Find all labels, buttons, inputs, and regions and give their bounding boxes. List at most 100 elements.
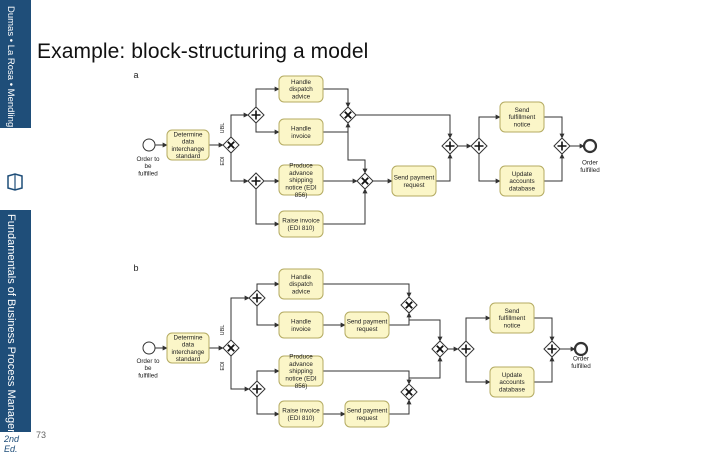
a-task-raise-label: Raise invoice(EDI 810) (282, 218, 320, 232)
sidebar: Dumas • La Rosa • Mendling • Reijers Fun… (0, 0, 31, 454)
sequence-flow (534, 317, 555, 342)
b-task-raise: Raise invoice(EDI 810) (278, 400, 324, 428)
b-gateway-join-2 (543, 340, 561, 358)
book-icon (5, 172, 25, 197)
diagram-b-label: b (133, 263, 138, 273)
sequence-flow (230, 356, 250, 392)
a-end-event (582, 138, 598, 154)
sequence-flow (255, 189, 280, 227)
sequence-flow (544, 116, 565, 139)
b-gateway-split-2 (457, 340, 475, 358)
b-gateway-join (431, 340, 449, 358)
sequence-flow (478, 114, 501, 138)
sequence-flow (256, 281, 280, 290)
a-edi-label: EDI (220, 156, 226, 166)
b-gateway-ubl-join (400, 296, 418, 314)
sequence-flow (255, 86, 280, 107)
a-ubl-label: UBL (220, 123, 226, 134)
b-gateway-ubl-split (248, 289, 266, 307)
authors-band (0, 0, 31, 128)
diagram-a-label: a (133, 70, 138, 80)
a-gateway-edi-split (247, 172, 265, 190)
a-task-raise: Raise invoice(EDI 810) (278, 210, 324, 238)
title-band (0, 210, 31, 432)
sequence-flow (323, 283, 412, 298)
b-edi-label: EDI (220, 361, 226, 371)
sequence-flow (323, 88, 351, 108)
sequence-flow (544, 153, 565, 182)
sequence-flow (389, 312, 412, 326)
sequence-flow (534, 356, 555, 383)
a-gateway-ubl-split (247, 106, 265, 124)
edition-label: 2nd Ed. (4, 434, 20, 454)
a-gateway-join-1 (339, 106, 357, 124)
sequence-flow (347, 123, 368, 174)
b-task-raise-label: Raise invoice(EDI 810) (282, 408, 320, 422)
sequence-flow (256, 368, 280, 381)
sequence-flow (230, 295, 250, 340)
b-gateway-split (222, 339, 240, 357)
sequence-flow (323, 122, 351, 133)
sequence-flow (230, 112, 249, 137)
b-ubl-label: UBL (220, 325, 226, 336)
sequence-flow (256, 306, 280, 328)
sequence-flow (256, 397, 280, 417)
a-gateway-payment (356, 172, 374, 190)
sequence-flow (230, 153, 249, 184)
sequence-flow (478, 154, 501, 184)
authors-text: Dumas • La Rosa • Mendling • Reijers (5, 6, 16, 166)
sequence-flow (436, 153, 453, 182)
b-end-event (573, 341, 589, 357)
sequence-flow (323, 188, 368, 225)
book-title-text: Fundamentals of Business Process Managem… (5, 214, 17, 454)
sequence-flow (465, 315, 491, 341)
a-gateway-split (222, 136, 240, 154)
b-gateway-edi-split (248, 380, 266, 398)
sequence-flow (323, 370, 412, 385)
b-gateway-edi-join (400, 383, 418, 401)
sequence-flow (389, 399, 412, 415)
sequence-flow (408, 313, 443, 342)
a-start-event (142, 138, 156, 152)
sequence-flow (465, 357, 491, 385)
a-gateway-join-2 (441, 137, 459, 155)
a-gateway-join-3 (553, 137, 571, 155)
sequence-flow (255, 123, 280, 135)
sequence-flow (356, 114, 453, 139)
slide-title: Example: block-structuring a model (37, 40, 369, 64)
b-start-event (142, 341, 156, 355)
sequence-flow (408, 356, 443, 384)
